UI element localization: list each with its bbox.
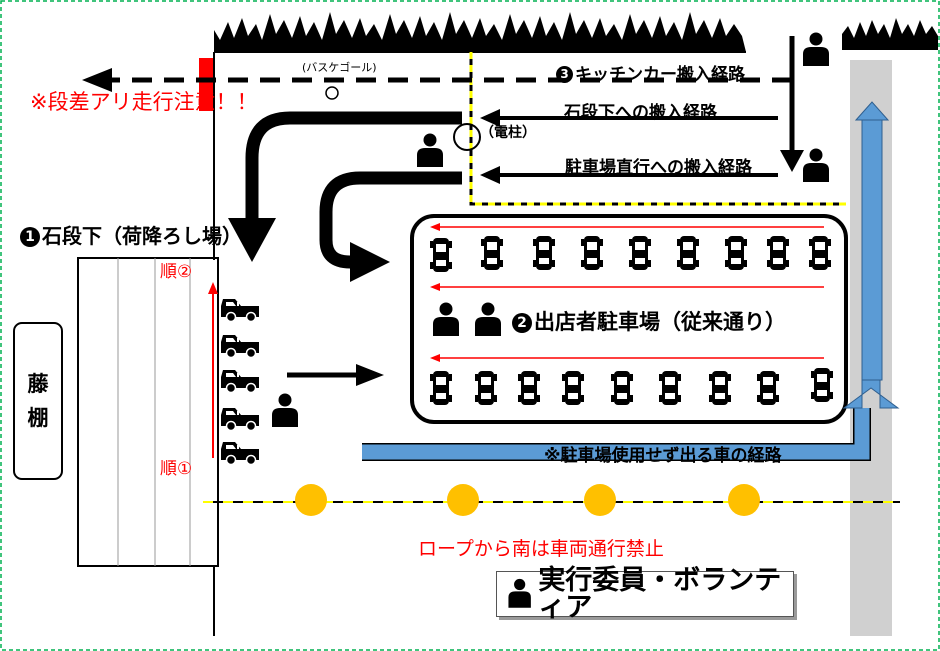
legend-label: 実行委員・ボランティア [538,565,782,623]
queue-cars [220,298,260,466]
stone-steps-route-arrow [228,111,462,262]
parked-cars-top [430,236,831,272]
order2-label: 順② [160,262,193,282]
order-arrow [208,282,218,458]
order1-label: 順① [160,459,193,479]
rope-line [203,484,900,516]
exit-route-label: ※駐車場使用せず出る車の経路 [544,446,782,466]
utility-pole-label: （電柱） [480,125,536,141]
parking-lane-arrows [430,223,824,362]
yellow-boundary [469,52,846,206]
staff-icons [272,32,829,427]
parking-area [410,214,848,424]
wisteria-shelf: 藤 棚 [13,322,63,480]
to-parking-arrow [287,364,384,386]
zone-number-badge: 2 [512,313,532,333]
parking-direct-route-label: 駐車場直行への搬入経路 [565,158,752,178]
zone-number-badge: 1 [20,227,40,247]
step-warning-text: ※段差アリ走行注意！！ [30,90,258,114]
rope-notice-text: ロープから南は車両通行禁止 [418,538,664,560]
stone-steps-route-label: 石段下への搬入経路 [564,103,717,123]
kitchen-car-route-arrow [82,68,792,92]
exit-route-arrow [362,101,900,461]
grass-strip [214,12,938,52]
site-lines [77,51,746,636]
basket-goal-label: (バスケゴール) [302,61,377,74]
right-feed-arrows [480,36,804,184]
basket-goal-icon [325,86,339,100]
step-warning-marker [199,58,213,111]
person-icon [508,578,531,608]
utility-pole-icon [453,123,481,151]
route-number-badge: 3 [556,66,573,83]
parking-direct-route-arrow [319,171,462,282]
legend: 実行委員・ボランティア [496,567,794,621]
parked-cars-bottom [430,368,833,405]
